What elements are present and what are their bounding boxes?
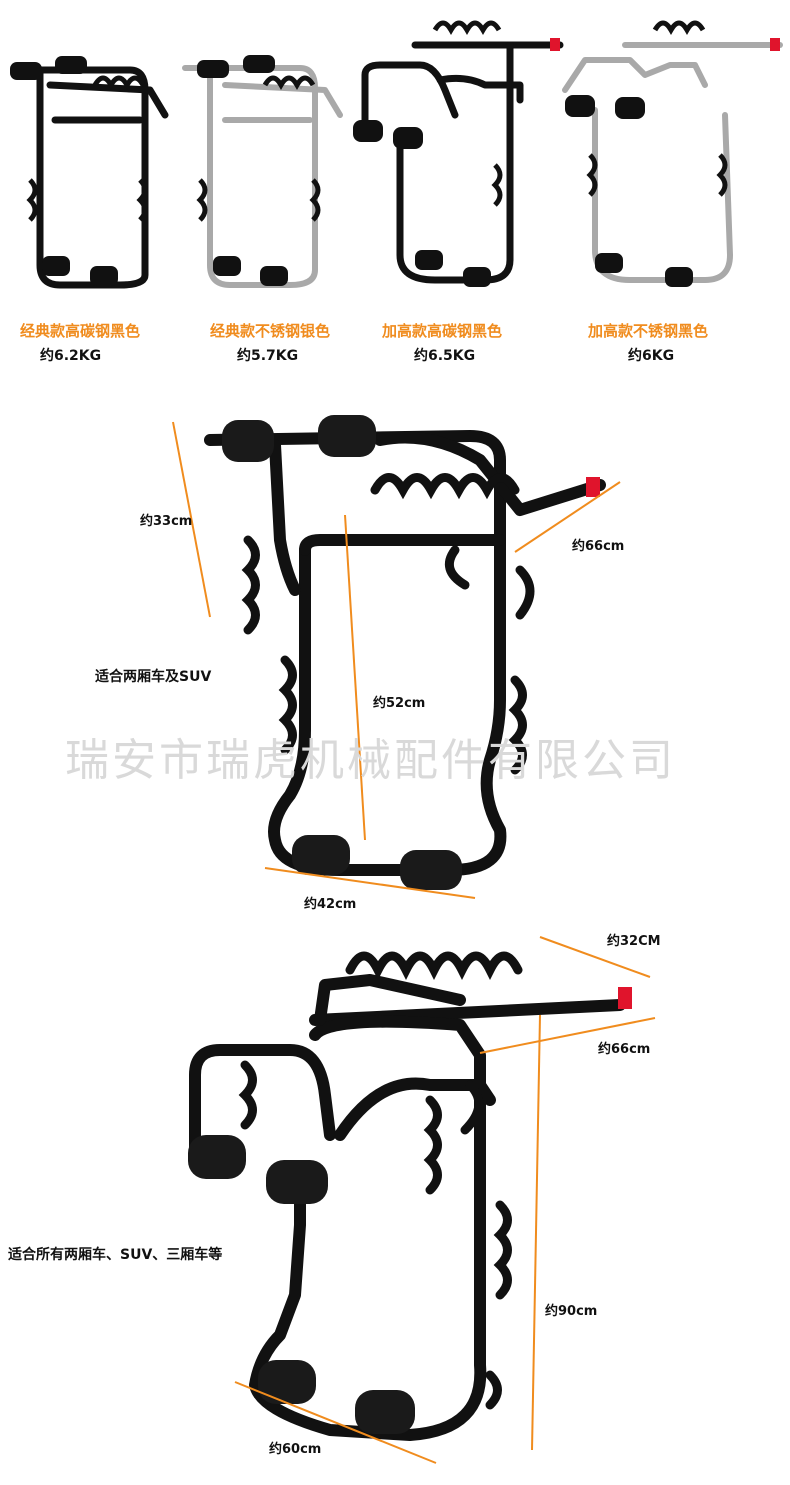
company-watermark: 瑞安市瑞虎机械配件有限公司 (65, 735, 676, 786)
variant-name-4: 加高款不锈钢黑色 (588, 322, 709, 340)
variant-weight-3: 约6.5KG (414, 348, 476, 364)
rack-tall-black-image (353, 20, 564, 287)
classic-fit-note: 适合两厢车及SUV (95, 669, 212, 685)
rack-tall-stainless-image (562, 20, 783, 287)
tall-dim-cradle-width: 约32CM (607, 934, 661, 949)
tall-rack-diagram (188, 936, 656, 1464)
variant-weight-2: 约5.7KG (237, 348, 299, 364)
rack-classic-black-image (10, 56, 169, 289)
classic-dim-top-width: 约33cm (140, 514, 193, 529)
classic-rack-diagram (172, 415, 621, 899)
classic-dim-arm-length: 约66cm (572, 539, 625, 554)
variant-name-1: 经典款高碳钢黑色 (20, 322, 141, 340)
tall-dim-height: 约90cm (545, 1304, 598, 1319)
variant-name-2: 经典款不锈钢银色 (210, 322, 331, 340)
variant-name-3: 加高款高碳钢黑色 (382, 322, 503, 340)
classic-dim-bottom-width: 约42cm (304, 897, 357, 912)
classic-dim-height: 约52cm (373, 696, 426, 711)
tall-dim-bottom-width: 约60cm (269, 1442, 322, 1457)
variant-weight-1: 约6.2KG (40, 348, 102, 364)
rack-stainless-silver-image (182, 55, 343, 288)
tall-fit-note: 适合所有两厢车、SUV、三厢车等 (8, 1247, 223, 1263)
tall-dim-arm-length: 约66cm (598, 1042, 651, 1057)
variant-weight-4: 约6KG (628, 348, 675, 364)
